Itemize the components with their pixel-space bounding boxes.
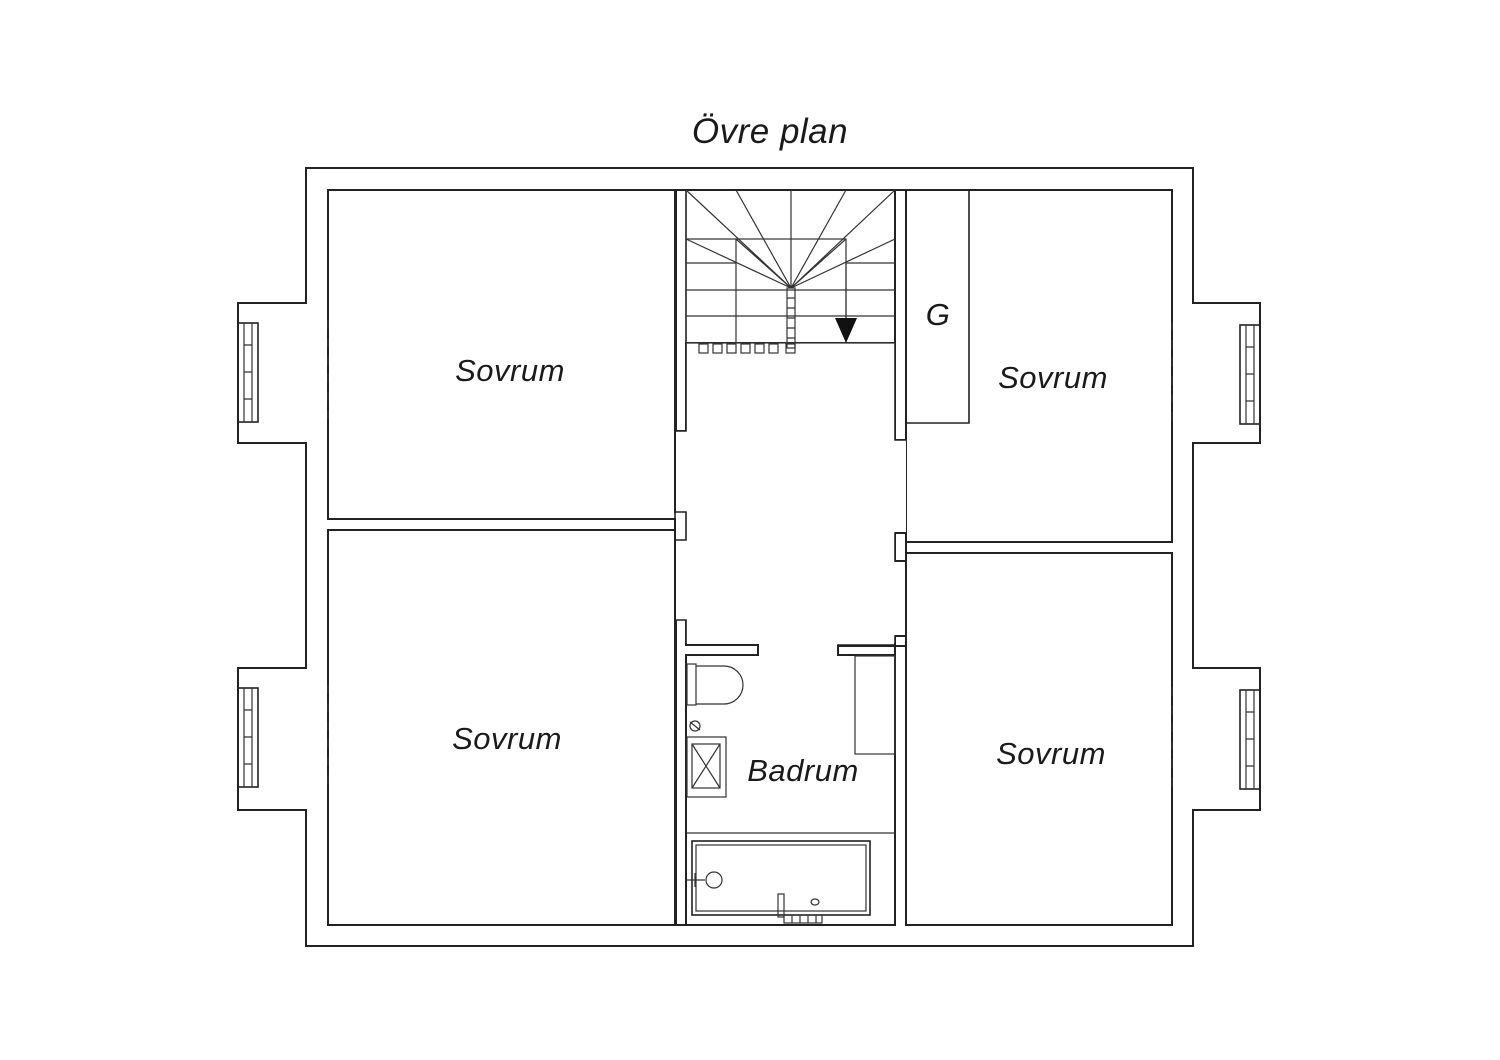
window-icon	[237, 320, 329, 425]
interior-walls	[328, 190, 1172, 925]
bathtub-icon	[687, 840, 871, 924]
room-outlines	[327, 189, 1173, 926]
window-icon	[1171, 322, 1261, 427]
window-icon	[1171, 687, 1261, 792]
toilet-icon	[686, 663, 744, 706]
room-label-bedroom-top-right: Sovrum	[998, 360, 1108, 395]
sink-icon	[686, 720, 727, 798]
bathroom-fixtures	[686, 655, 896, 924]
room-label-bedroom-bottom-left: Sovrum	[452, 721, 562, 756]
room-label-bedroom-top-left: Sovrum	[455, 353, 565, 388]
plan-title: Övre plan	[692, 112, 848, 151]
stair-balusters	[698, 343, 796, 354]
staircase	[685, 189, 896, 354]
down-arrow-icon	[835, 318, 857, 343]
window-icon	[237, 685, 329, 790]
room-label-bedroom-bottom-right: Sovrum	[996, 736, 1106, 771]
closet-label: G	[926, 297, 951, 332]
room-label-bathroom: Badrum	[747, 753, 859, 788]
closet: G	[906, 190, 970, 424]
bathroom-cabinet	[854, 655, 896, 755]
